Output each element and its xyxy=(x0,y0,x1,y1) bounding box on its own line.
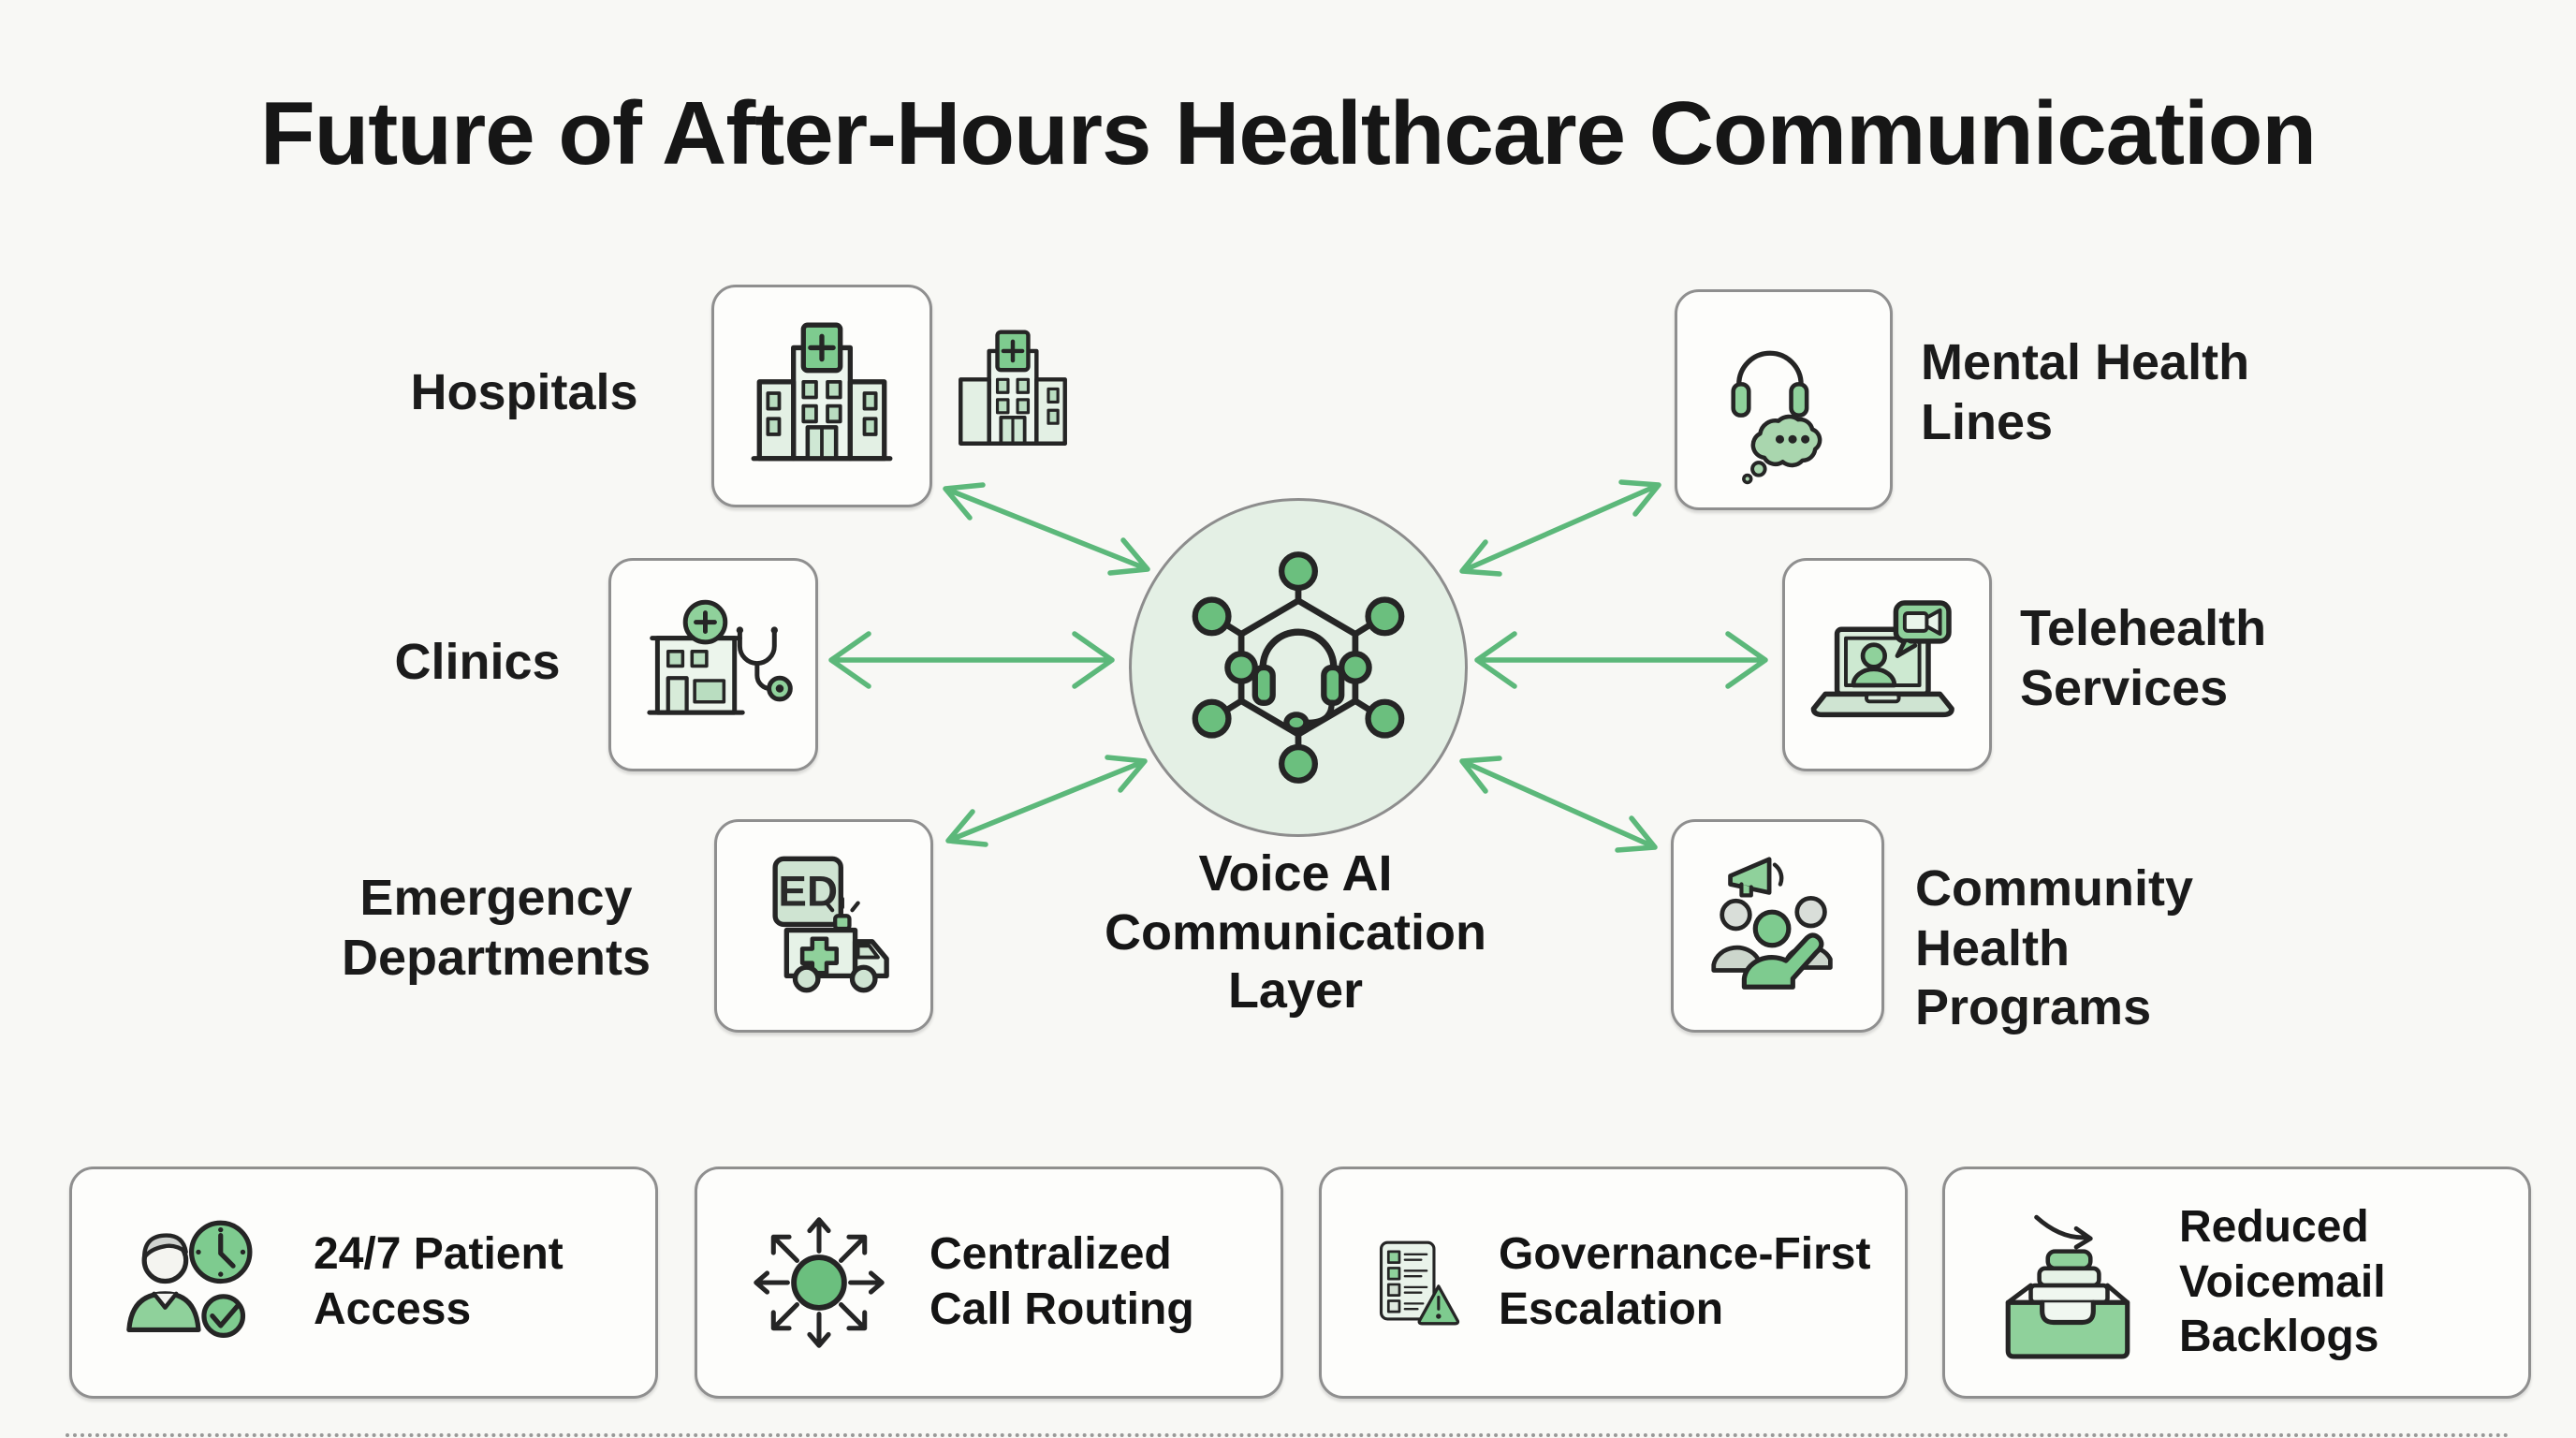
label-telehealth-services: Telehealth Services xyxy=(2020,600,2267,716)
hospital-building-icon xyxy=(751,322,893,462)
voice-ai-hub-circle xyxy=(1129,498,1468,837)
card-community-health-programs xyxy=(1671,819,1884,1033)
label-mental-health-lines: Mental Health Lines xyxy=(1921,334,2250,450)
label-emergency-departments: Emergency Departments xyxy=(341,870,651,986)
laptop-video-call-icon xyxy=(1810,600,1954,718)
radiating-arrows-icon xyxy=(754,1217,885,1348)
bottom-dotted-divider xyxy=(66,1433,2510,1437)
benefit-label-patient-access: 24/7 Patient Access xyxy=(314,1229,564,1334)
patient-clock-check-icon xyxy=(126,1220,253,1338)
arrow-hub-hospitals xyxy=(943,482,1150,576)
ed-sign-ambulance-icon: ED xyxy=(772,856,889,993)
hospital-building-duplicate-icon xyxy=(942,316,1084,466)
benefit-card-call-routing: Centralized Call Routing xyxy=(695,1167,1283,1399)
benefit-label-call-routing: Centralized Call Routing xyxy=(929,1229,1194,1334)
page-title: Future of After-Hours Healthcare Communi… xyxy=(260,83,2317,183)
inbox-tray-arrow-icon xyxy=(2005,1214,2130,1359)
benefit-label-governance-escalation: Governance-First Escalation xyxy=(1499,1229,1871,1334)
arrow-hub-telehealth xyxy=(1474,631,1768,689)
card-clinics xyxy=(608,558,818,771)
benefit-card-voicemail-backlogs: Reduced Voicemail Backlogs xyxy=(1942,1167,2531,1399)
label-hospitals: Hospitals xyxy=(410,364,638,420)
benefit-label-voicemail-backlogs: Reduced Voicemail Backlogs xyxy=(2179,1202,2386,1362)
hub-label: Voice AI Communication Layer xyxy=(1104,845,1486,1020)
arrow-hub-community xyxy=(1459,756,1658,853)
clinic-building-stethoscope-icon xyxy=(647,599,793,715)
checklist-warning-icon xyxy=(1379,1240,1460,1326)
card-telehealth-services xyxy=(1782,558,1992,771)
arrow-hub-emergency xyxy=(945,755,1148,847)
headset-thought-cloud-icon xyxy=(1730,350,1822,485)
card-mental-health-lines xyxy=(1675,289,1893,510)
card-emergency-departments: ED xyxy=(714,819,933,1033)
label-community-health-programs: Community Health Programs xyxy=(1915,860,2193,1036)
benefit-card-governance-escalation: Governance-First Escalation xyxy=(1319,1167,1908,1399)
arrow-hub-mental-health xyxy=(1459,479,1661,577)
arrow-hub-clinics xyxy=(828,631,1115,689)
benefit-card-patient-access: 24/7 Patient Access xyxy=(69,1167,658,1399)
voice-ai-network-headset-icon xyxy=(1192,551,1405,784)
people-megaphone-icon xyxy=(1711,857,1833,990)
label-clinics: Clinics xyxy=(394,634,561,690)
card-hospitals xyxy=(711,285,932,507)
